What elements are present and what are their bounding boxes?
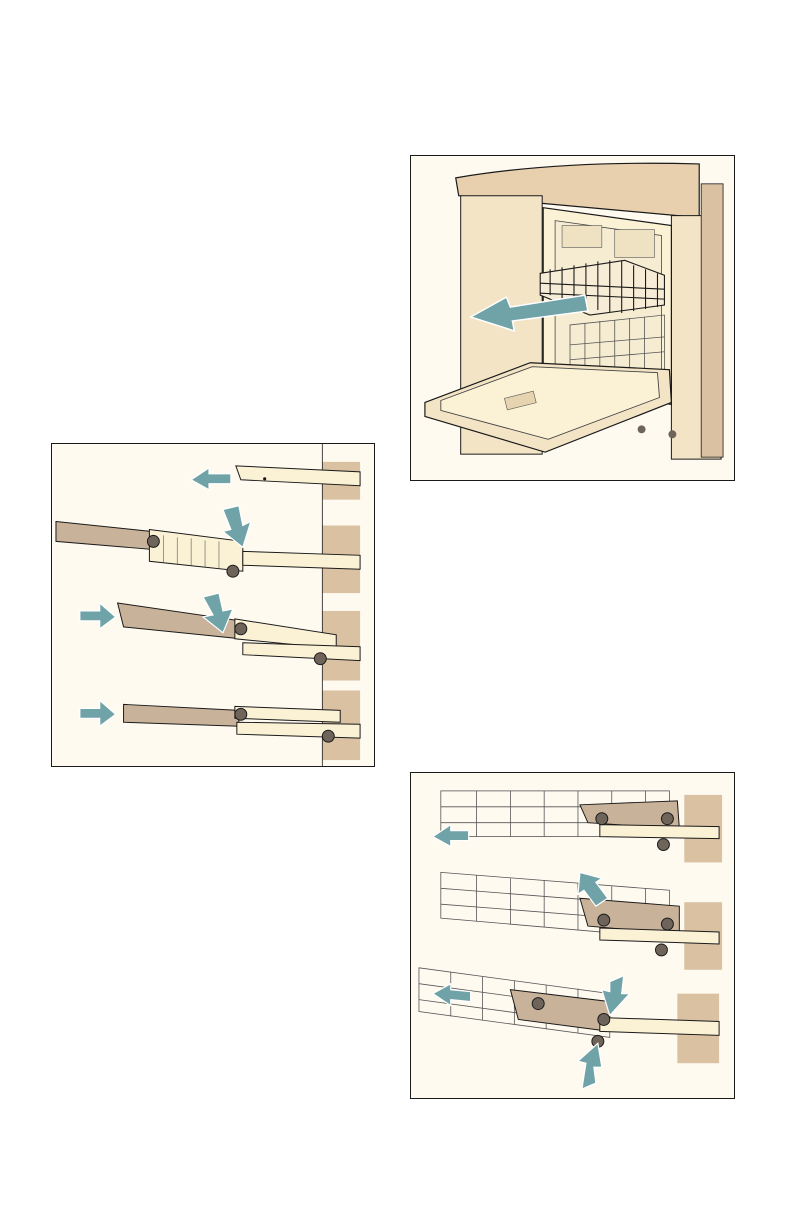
step-4 <box>80 700 360 742</box>
wheel-icon <box>235 623 247 635</box>
step-1 <box>433 791 719 851</box>
wheel-icon <box>314 653 326 665</box>
step-3 <box>419 968 719 1089</box>
step-2 <box>441 872 719 955</box>
wheel-icon <box>657 839 669 851</box>
right-arrow-icon <box>80 700 116 726</box>
wheel-icon <box>235 708 247 720</box>
rail-extension-steps-illustration <box>52 444 374 766</box>
rack-bracket <box>510 990 609 1032</box>
left-arrow-icon <box>433 825 469 847</box>
cabinet-edge <box>701 184 723 457</box>
back-panel-right <box>615 230 655 258</box>
wheel-icon <box>661 918 673 930</box>
step-2 <box>56 506 360 578</box>
upper-rack-removal-steps-illustration <box>411 773 734 1098</box>
rack-bar <box>124 704 239 726</box>
wheel-icon <box>661 813 673 825</box>
wheel-icon <box>598 914 610 926</box>
wheel-icon <box>322 730 334 742</box>
foot-left <box>638 425 646 433</box>
dishwasher-illustration <box>410 155 735 481</box>
rack-removal-illustration <box>410 772 735 1099</box>
right-arrow-icon <box>80 603 116 629</box>
wheel-icon <box>596 813 608 825</box>
foot-right <box>668 430 676 438</box>
slide-rail-illustration <box>51 443 375 767</box>
wheel-icon <box>227 565 239 577</box>
wheel-icon <box>147 535 159 547</box>
rail <box>600 825 719 839</box>
up-arrow-icon <box>578 1043 602 1089</box>
back-panel <box>562 226 602 248</box>
step-3 <box>80 593 360 665</box>
dishwasher-upper-rack-pull-out-illustration <box>411 156 734 480</box>
rack-bar <box>56 522 151 550</box>
wheel-icon <box>655 944 667 956</box>
wheel-icon <box>598 1014 610 1026</box>
wheel-icon <box>532 998 544 1010</box>
left-arrow-icon <box>191 468 231 490</box>
rail <box>237 722 360 738</box>
